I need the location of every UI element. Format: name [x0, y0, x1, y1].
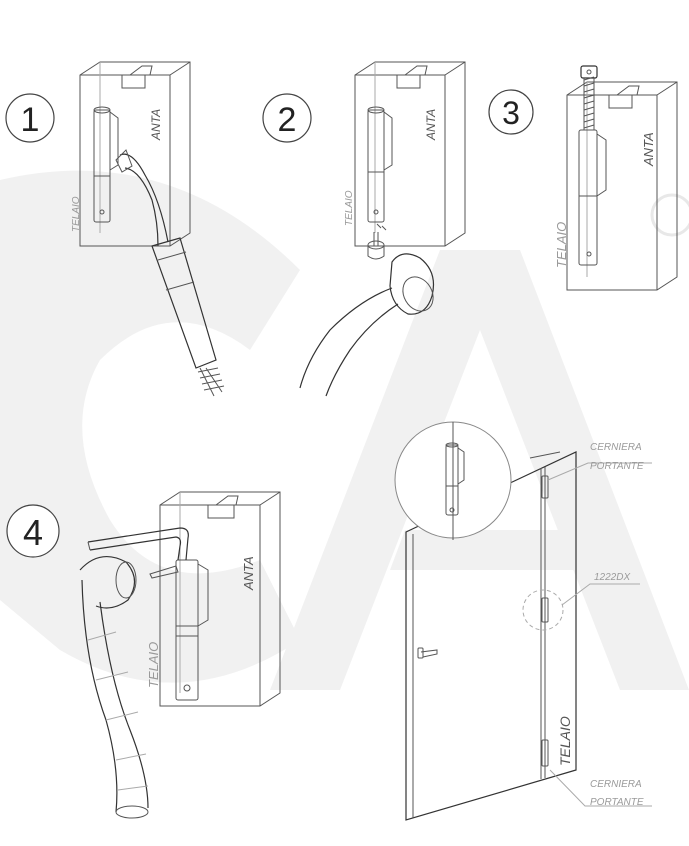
top-hinge: [541, 475, 549, 499]
middle-hinge: [541, 597, 549, 623]
step-1-hinge: [93, 106, 119, 223]
step-4-allen-key: [87, 527, 189, 579]
step-1-badge: [5, 93, 55, 143]
step-1-number: 1: [21, 101, 40, 139]
detail-callout-circle: [522, 589, 564, 631]
step-1-grease-gun: [115, 149, 225, 397]
step-1-frame: [79, 61, 191, 247]
step-2: 2 TELAIO ANTA: [262, 61, 466, 397]
bottom-portante-label: PORTANTE: [590, 797, 644, 808]
step-1: 1 TELAIO ANTA: [5, 61, 225, 397]
step-2-frame: [354, 61, 466, 247]
step-4-badge: [6, 504, 60, 558]
step-3-frame: [566, 81, 678, 291]
watermark-logo: [0, 170, 689, 690]
step-4-number: 4: [23, 512, 43, 553]
step-3-badge: [488, 89, 534, 135]
step-2-cap-part: [367, 232, 385, 260]
step-2-anta-label: ANTA: [424, 109, 438, 141]
door-telaio-label: TELAIO: [557, 716, 573, 766]
door-overview: CERNIERA PORTANTE 1222DX CERNIERA PORTAN…: [394, 421, 652, 821]
top-cerniera-label: CERNIERA: [590, 442, 642, 453]
step-1-telaio-label: TELAIO: [71, 196, 82, 232]
bottom-hinge: [541, 739, 549, 767]
zoom-detail: [394, 421, 512, 540]
step-4-mallet: [79, 555, 149, 819]
step-2-mallet: [299, 253, 435, 397]
step-3-anta-label: ANTA: [641, 132, 656, 167]
step-3-hinge: [578, 129, 607, 266]
step-4-frame: [159, 491, 281, 707]
step-3-telaio-label: TELAIO: [554, 222, 569, 268]
step-2-number: 2: [278, 101, 297, 139]
bottom-hinge-callout: CERNIERA PORTANTE: [549, 769, 652, 808]
step-1-anta-label: ANTA: [149, 109, 163, 141]
step-2-hinge: [367, 106, 393, 231]
step-3-number: 3: [502, 95, 520, 131]
door-handle: [417, 647, 438, 659]
step-4-hinge: [175, 559, 209, 701]
step-4: 4 TELAIO: [6, 491, 281, 819]
top-hinge-callout: CERNIERA PORTANTE: [547, 442, 652, 481]
step-2-telaio-label: TELAIO: [344, 190, 355, 226]
step-3-adjusting-screw: [580, 65, 598, 130]
step-4-anta-label: ANTA: [241, 556, 256, 591]
door-leaf: [405, 451, 577, 821]
step-3: 3 TELAIO ANTA: [488, 65, 678, 291]
model-label: 1222DX: [594, 572, 630, 583]
model-callout: 1222DX: [561, 572, 640, 606]
step-4-telaio-label: TELAIO: [146, 642, 161, 688]
bottom-cerniera-label: CERNIERA: [590, 779, 642, 790]
step-2-badge: [262, 93, 312, 143]
top-portante-label: PORTANTE: [590, 461, 644, 472]
